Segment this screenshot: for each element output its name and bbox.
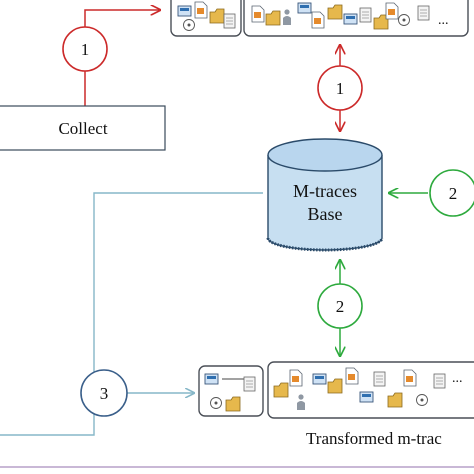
step2-circle-right: [429, 169, 474, 217]
step3-circle: [80, 369, 128, 417]
collect-arrow-red: [84, 10, 160, 106]
transformed-mtrace-panel: ...: [267, 361, 474, 419]
top-ellipsis: ...: [438, 13, 449, 28]
top-mtrace-panel: ...: [243, 0, 469, 37]
step1-label-base: 1: [336, 79, 345, 98]
step1-circle-base: [317, 65, 363, 111]
step2-circle-bottom: [317, 283, 363, 329]
bottom-ellipsis: ...: [452, 371, 463, 386]
step3-connector: [0, 192, 263, 436]
top-source-panel: [170, 0, 242, 37]
mtraces-base-cylinder: [266, 138, 384, 252]
base-label-line1: M-traces: [293, 181, 357, 201]
transformed-label: Transformed m-trac: [306, 429, 442, 448]
step1-circle-collect: [62, 26, 108, 72]
transformed-source-panel: [198, 365, 264, 417]
step1-label-collect: 1: [81, 40, 90, 59]
step3-label: 3: [100, 384, 109, 403]
step2-label-bottom: 2: [336, 297, 345, 316]
step2-label-right: 2: [449, 184, 458, 203]
base-label-line2: Base: [308, 204, 343, 224]
collect-label: Collect: [58, 119, 107, 138]
collect-box: [0, 105, 166, 151]
